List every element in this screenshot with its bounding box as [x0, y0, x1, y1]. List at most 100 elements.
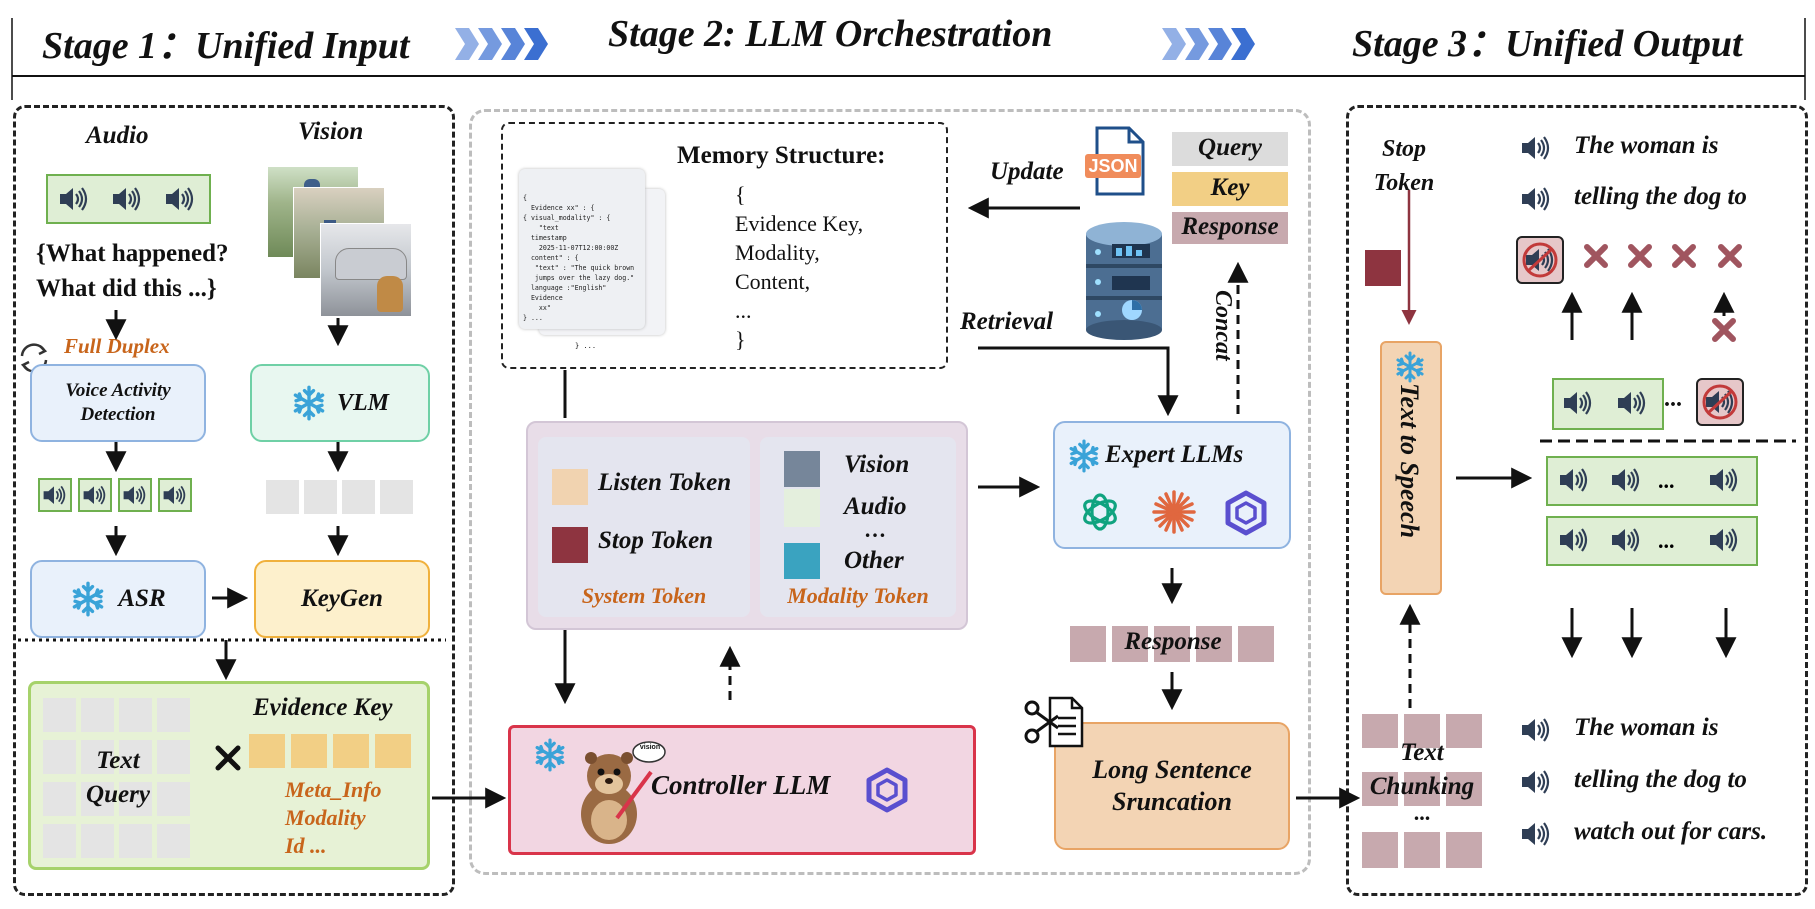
refresh-icon — [20, 343, 48, 373]
text-chunking-ellipsis: ... — [1413, 800, 1431, 825]
vision-frame-3 — [320, 223, 412, 317]
vision-tokens — [266, 480, 416, 514]
response-bar-label: Response — [1124, 628, 1222, 655]
other-token-swatch — [784, 543, 820, 579]
snowflake-icon — [1396, 351, 1424, 383]
text-query-grid: Text Query — [43, 698, 193, 858]
system-token-group: Listen Token Stop Token System Token — [538, 437, 750, 617]
audio-chunk — [118, 478, 152, 512]
memory-line: Modality, — [735, 240, 820, 265]
audio-output-row: ... — [1546, 516, 1758, 566]
vad-line-2: Detection — [80, 404, 156, 425]
top-output-line-1: The woman is — [1574, 132, 1719, 159]
multiply-icon — [215, 745, 241, 771]
vlm-box: VLM — [250, 364, 430, 442]
qwen-icon — [1225, 490, 1267, 536]
long-line-2: Sruncation — [1112, 787, 1232, 816]
evidence-key-label: Evidence Key — [253, 694, 393, 721]
stop-token-label: Stop Token — [598, 527, 714, 554]
key-label: Key — [1210, 174, 1250, 201]
speaker-icon — [1558, 467, 1588, 493]
claude-icon — [1152, 490, 1196, 534]
audio-chunk — [78, 478, 112, 512]
memory-structure-box: xx } ... { Evidence xx" : {{ visual_moda… — [501, 122, 948, 369]
update-label: Update — [990, 158, 1064, 185]
expert-llms-label: Expert LLMs — [1105, 441, 1244, 468]
vlm-label: VLM — [336, 389, 389, 416]
audio-output-chunk — [1552, 378, 1664, 430]
output-ellipsis: ... — [1664, 386, 1682, 412]
memory-line: Evidence Key, — [735, 211, 864, 236]
stage-3-title: Stage 3：Unified Output — [1352, 23, 1743, 65]
snowflake-icon — [1069, 439, 1099, 473]
dotted-separator — [18, 638, 446, 642]
listen-token-label: Listen Token — [598, 469, 732, 496]
memory-line: { — [735, 182, 746, 207]
concat-label: Concat — [1210, 290, 1236, 361]
speaker-icon — [1520, 821, 1550, 847]
tts-label: Text to Speech — [1395, 383, 1424, 539]
cross-icon — [1672, 244, 1696, 268]
top-output-line-2: telling the dog to — [1574, 183, 1747, 210]
qwen-icon — [866, 767, 908, 813]
question-line-1: {What happened? — [36, 240, 229, 267]
json-card: { Evidence xx" : {{ visual_modality" : {… — [519, 169, 645, 329]
response-bar: Response — [1070, 624, 1276, 662]
vision-mod-label: Vision — [844, 451, 910, 478]
speaker-icon — [164, 186, 194, 212]
controller-llm-box: vision Controller LLM — [508, 725, 976, 855]
text-chunking-label: Text Chunking — [1362, 736, 1482, 804]
vision-frames — [268, 167, 412, 317]
cross-icon — [1718, 244, 1742, 268]
speaker-icon — [1520, 135, 1550, 161]
cross-icon — [1628, 244, 1652, 268]
vad-line-1: Voice Activity — [65, 380, 171, 401]
speaker-icon — [1520, 186, 1550, 212]
audio-input-box — [46, 174, 211, 224]
meta-line-2: Modality — [285, 805, 366, 830]
stop-token-out-label: Stop Token — [1362, 132, 1446, 200]
response-label: Response — [1181, 213, 1279, 240]
text-query-line-2: Query — [86, 781, 150, 808]
stage-2-title: Stage 2: LLM Orchestration — [608, 13, 1053, 55]
openai-icon — [1083, 493, 1117, 531]
snowflake-icon — [535, 738, 565, 772]
json-back-line: } ... — [575, 342, 597, 350]
snowflake-icon — [73, 581, 104, 617]
long-line-1: Long Sentence — [1092, 755, 1252, 784]
json-file-icon: JSON — [1085, 126, 1145, 196]
memory-line: Content, — [735, 269, 811, 294]
stage-1-title: Stage 1：Unified Input — [42, 25, 410, 67]
memory-line: } — [735, 327, 746, 352]
evidence-key-cells — [249, 734, 413, 768]
text-query-line-1: Text — [96, 747, 140, 774]
cross-icon — [1712, 318, 1736, 342]
audio-question: {What happened? What did this ...} — [36, 236, 229, 306]
audio-label: Audio — [86, 122, 149, 149]
speaker-icon — [1520, 769, 1550, 795]
text-chunk-line-2: Chunking — [1369, 773, 1475, 800]
modality-token-group: Vision Audio … Other Modality Token — [760, 437, 956, 617]
cross-icon — [1584, 244, 1608, 268]
audio-chunk — [158, 478, 192, 512]
meta-line-3: Id ... — [285, 833, 327, 858]
speaker-icon — [1610, 527, 1640, 553]
audio-chunks — [38, 478, 192, 512]
muted-speaker-icon — [1516, 236, 1564, 284]
bottom-output-line-3: watch out for cars. — [1574, 818, 1768, 845]
svg-text:...: ... — [1658, 528, 1675, 553]
memory-structure-fields: { Evidence Key, Modality, Content, ... } — [735, 180, 863, 354]
text-chunking-grid: Text Chunking ... — [1362, 714, 1482, 872]
output-dashed-separator — [1540, 439, 1796, 443]
audio-mod-label: Audio — [844, 493, 907, 520]
speaker-icon — [1558, 527, 1588, 553]
stage-2-panel — [469, 109, 1311, 875]
chevron-icon-group-1 — [455, 28, 548, 60]
stop-line-2: Token — [1373, 170, 1435, 196]
evidence-meta: Meta_Info Modality Id ... — [285, 776, 382, 860]
snowflake-icon — [293, 385, 325, 421]
otter-badge: vision — [639, 744, 661, 751]
speaker-icon — [1610, 467, 1640, 493]
token-panel: Listen Token Stop Token System Token Vis… — [526, 421, 968, 630]
speaker-icon — [1520, 717, 1550, 743]
